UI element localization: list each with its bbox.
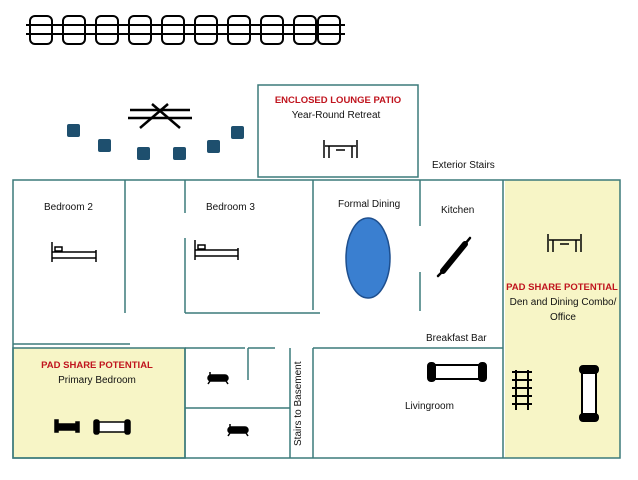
walls [12, 84, 621, 459]
dining-set-icon [547, 234, 582, 252]
stool-icon [98, 139, 111, 152]
dining-table-icon [345, 217, 391, 299]
sofa-icon [579, 365, 599, 422]
bed-icon [194, 240, 239, 260]
stairs-basement-label: Stairs to Basement [293, 361, 304, 446]
pad-share-right-line1: Den and Dining Combo/ [509, 297, 617, 308]
livingroom-label: Livingroom [405, 401, 454, 412]
pad-share-right-area [505, 180, 620, 458]
breakfast-bar-label: Breakfast Bar [426, 333, 487, 344]
stool-icon [137, 147, 150, 160]
stool-icons [67, 124, 244, 160]
pad-share-left-area [12, 347, 186, 459]
stool-icon [207, 140, 220, 153]
bedroom-2-label: Bedroom 2 [44, 202, 93, 213]
patio-subtitle: Year-Round Retreat [291, 110, 381, 121]
picnic-table-icon [128, 103, 192, 129]
fence-icon [26, 15, 345, 45]
sofa-icon [427, 362, 487, 382]
bedroom-3-label: Bedroom 3 [206, 202, 255, 213]
rolling-pin-icon [436, 236, 472, 278]
dining-set-icon [323, 140, 358, 158]
stool-icon [67, 124, 80, 137]
pad-share-left-title: PAD SHARE POTENTIAL [41, 360, 153, 371]
patio-title: ENCLOSED LOUNGE PATIO [274, 95, 402, 106]
bed-icon [51, 242, 97, 262]
primary-bedroom-label: Primary Bedroom [58, 375, 136, 386]
bathtub-icon [227, 424, 249, 437]
chair-icon [512, 370, 532, 410]
formal-dining-label: Formal Dining [338, 199, 401, 210]
bathtub-icon [207, 372, 229, 385]
stool-icon [173, 147, 186, 160]
kitchen-label: Kitchen [441, 205, 475, 216]
pad-share-right-title: PAD SHARE POTENTIAL [506, 282, 618, 293]
stool-icon [231, 126, 244, 139]
bed-icon [54, 419, 80, 433]
pad-share-right-line2: Office [550, 312, 576, 323]
exterior-stairs-label: Exterior Stairs [432, 160, 495, 171]
sofa-icon [93, 419, 131, 435]
